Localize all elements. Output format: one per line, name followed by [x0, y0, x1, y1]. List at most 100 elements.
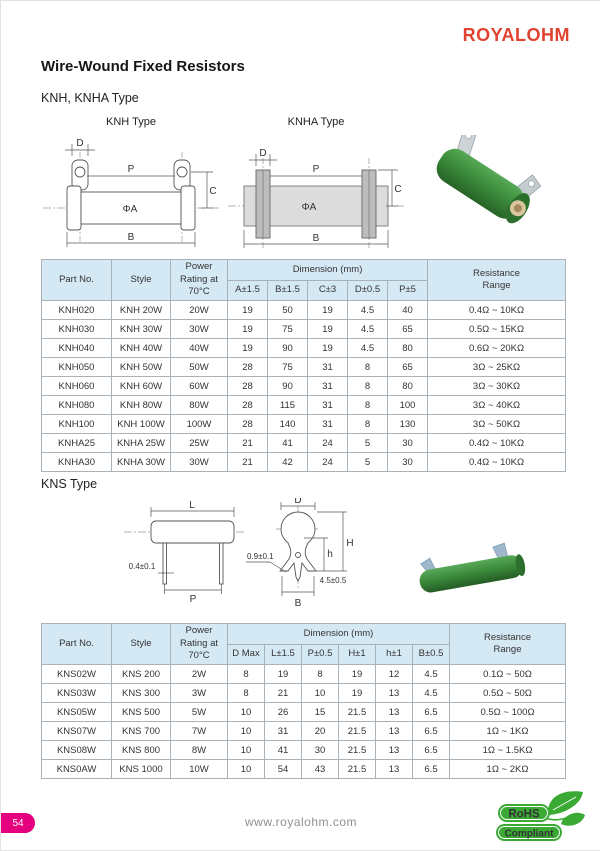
table-cell: KNH050	[41, 357, 112, 377]
table-cell: KNS 500	[111, 702, 171, 722]
col-header-resistance: Resistance Range	[449, 623, 566, 665]
table-cell: 13	[375, 683, 413, 703]
table-cell: 31	[307, 376, 348, 396]
table-cell: KNHA30	[41, 452, 112, 472]
knha-dim-c-label: C	[394, 184, 401, 195]
table-cell: 28	[227, 395, 268, 415]
table-cell: 75	[267, 319, 308, 339]
col-header-dim-h-small: h±1	[375, 644, 413, 665]
table-cell: 24	[307, 452, 348, 472]
table-cell: 90	[267, 338, 308, 358]
table-cell: KNS05W	[41, 702, 112, 722]
table-cell: KNHA 30W	[111, 452, 171, 472]
table-cell: KNH 30W	[111, 319, 171, 339]
knh-caption: KNH Type	[106, 116, 156, 128]
table-cell: 21.5	[338, 759, 376, 779]
knha-dim-a-label: ΦA	[302, 202, 317, 213]
table-cell: 20	[301, 721, 339, 741]
kns-dim-d-label: D	[294, 498, 301, 506]
table-cell: 1Ω ~ 1KΩ	[449, 721, 566, 741]
table-cell: 3Ω ~ 25KΩ	[427, 357, 566, 377]
kns-dim-h-small-label: h	[327, 549, 333, 560]
table-cell: 21	[227, 433, 268, 453]
table-cell: 19	[307, 300, 348, 320]
col-header-dim-a: A±1.5	[227, 280, 268, 301]
rohs-compliant-icon: RoHS Compliant	[496, 791, 585, 841]
table-cell: 21	[264, 683, 302, 703]
table-cell: 30W	[170, 452, 228, 472]
table-cell: 65	[386, 357, 429, 377]
knh-dim-d-label: D	[76, 138, 83, 149]
table-cell: 43	[301, 759, 339, 779]
knha-dim-p-label: P	[313, 164, 320, 175]
table-cell: 21.5	[338, 702, 376, 722]
table-cell: 1Ω ~ 2KΩ	[449, 759, 566, 779]
table-cell: 60W	[170, 376, 228, 396]
table-cell: KNH 100W	[111, 414, 171, 434]
table-cell: 50	[267, 300, 308, 320]
col-header-part-no: Part No.	[41, 259, 112, 301]
table-cell: 31	[307, 357, 348, 377]
website-link[interactable]: www.royalohm.com	[244, 815, 358, 829]
kns-dim-p-label: P	[190, 594, 197, 605]
page-title: Wire-Wound Fixed Resistors	[41, 58, 245, 75]
table-cell: 5	[347, 452, 388, 472]
table-cell: KNH 80W	[111, 395, 171, 415]
section-heading-knh-knha: KNH, KNHA Type	[41, 91, 139, 105]
col-header-power: Power Rating at 70°C	[170, 623, 228, 665]
resistance-header-text: Resistance Range	[473, 267, 521, 291]
table-cell: 90	[267, 376, 308, 396]
page-number-badge: 54	[1, 813, 35, 833]
table-cell: 21.5	[338, 721, 376, 741]
table-cell: 6.5	[412, 702, 450, 722]
table-cell: KNH020	[41, 300, 112, 320]
rohs-compliant-text: Compliant	[505, 829, 555, 840]
table-cell: 54	[264, 759, 302, 779]
table-cell: 10W	[170, 759, 228, 779]
kns-dim-tail-label: 4.5±0.5	[320, 576, 347, 585]
table-cell: 80	[386, 338, 429, 358]
col-header-resistance: Resistance Range	[427, 259, 566, 301]
col-header-power: Power Rating at 70°C	[170, 259, 228, 301]
kns-resistor-photo	[419, 542, 526, 593]
col-header-dim-b: B±0.5	[412, 644, 450, 665]
table-cell: 50W	[170, 357, 228, 377]
kns-dim-l-label: L	[189, 501, 195, 511]
table-cell: 8	[227, 664, 265, 684]
table-cell: 1Ω ~ 1.5KΩ	[449, 740, 566, 760]
knh-spec-table: Part No. Style Power Rating at 70°C Dime…	[41, 259, 566, 472]
table-cell: 80	[386, 376, 429, 396]
kns-side-drawing: L 0.4±0.1 P	[124, 501, 244, 605]
table-cell: 0.6Ω ~ 20KΩ	[427, 338, 566, 358]
table-cell: 19	[338, 664, 376, 684]
table-cell: 75	[267, 357, 308, 377]
table-cell: 3Ω ~ 40KΩ	[427, 395, 566, 415]
table-cell: 4.5	[347, 300, 388, 320]
table-cell: 0.4Ω ~ 10KΩ	[427, 433, 566, 453]
kns-table-wrap: Part No. Style Power Rating at 70°C Dime…	[41, 623, 566, 779]
col-header-dim-dmax: D Max	[227, 644, 265, 665]
table-cell: 8W	[170, 740, 228, 760]
figure-knh: KNH Type	[41, 116, 221, 257]
table-cell: KNH040	[41, 338, 112, 358]
table-cell: 3Ω ~ 50KΩ	[427, 414, 566, 434]
knh-drawing: D P C ΦA B	[43, 138, 219, 247]
knh-dim-b-label: B	[128, 232, 135, 243]
table-cell: 40	[386, 300, 429, 320]
kns-dim-h-label: H	[346, 538, 353, 549]
table-cell: KNS 200	[111, 664, 171, 684]
table-cell: 8	[347, 357, 388, 377]
table-cell: 10	[227, 721, 265, 741]
col-header-dim-p: P±0.5	[301, 644, 339, 665]
table-cell: 100	[386, 395, 429, 415]
table-cell: KNS 1000	[111, 759, 171, 779]
table-cell: 130	[386, 414, 429, 434]
